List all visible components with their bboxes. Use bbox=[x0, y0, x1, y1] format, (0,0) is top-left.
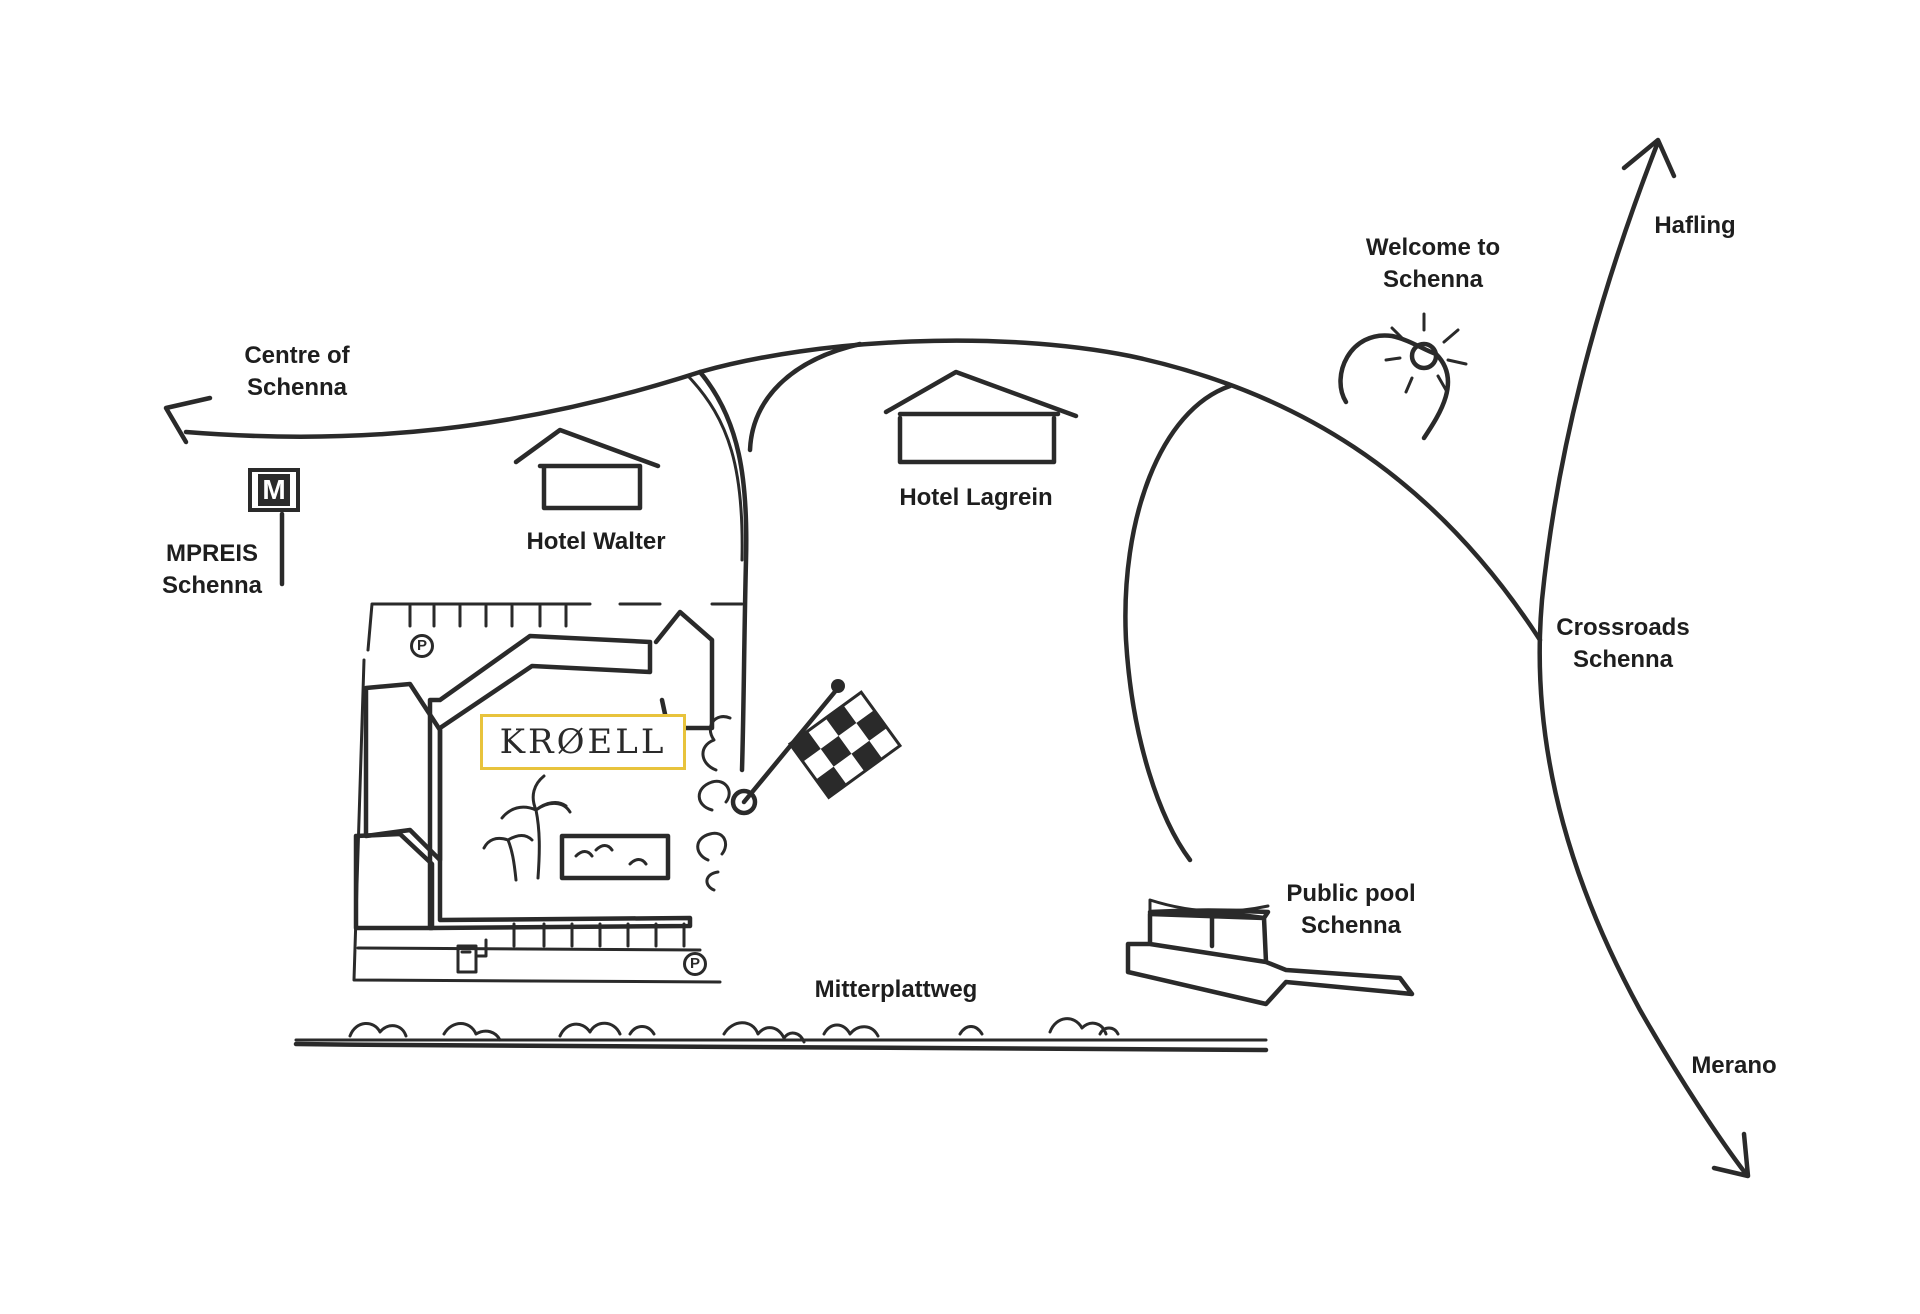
road-to-pool bbox=[1123, 383, 1233, 863]
label-public-pool-schenna: Public pool Schenna bbox=[1276, 878, 1426, 942]
brand-logo-text: KRØELL bbox=[499, 722, 667, 762]
parking-icon-bottom: P bbox=[683, 952, 707, 976]
branch-road-kroell-left bbox=[686, 374, 744, 562]
property-outline bbox=[352, 602, 744, 984]
label-line: Schenna bbox=[1300, 912, 1402, 939]
pool-building bbox=[1125, 908, 1415, 1007]
label-line: Schenna bbox=[1572, 646, 1674, 673]
label-line: Hafling bbox=[1654, 212, 1736, 239]
ev-charger-icon bbox=[456, 938, 488, 974]
label-hotel-walter: Hotel Walter bbox=[506, 526, 686, 558]
tower bbox=[653, 609, 715, 731]
checkered-flag-icon bbox=[787, 690, 903, 800]
label-line: Schenna bbox=[1382, 266, 1484, 293]
parking-icon-top: P bbox=[410, 634, 434, 658]
label-line: MPREIS bbox=[165, 540, 258, 567]
label-line: Centre of bbox=[244, 342, 350, 369]
property-fence bbox=[408, 604, 686, 948]
pool-icon bbox=[559, 833, 671, 881]
mitterplattweg-road bbox=[293, 1041, 1269, 1053]
label-welcome-to-schenna: Welcome to Schenna bbox=[1358, 232, 1508, 296]
arrow-icon-centre bbox=[163, 395, 213, 445]
flag-top bbox=[831, 679, 845, 693]
kroell-logo-box: KRØELL bbox=[480, 714, 686, 770]
arrow-icon-hafling bbox=[1621, 137, 1677, 179]
label-merano: Merano bbox=[1684, 1050, 1784, 1082]
label-mitterplattweg: Mitterplattweg bbox=[806, 974, 986, 1006]
label-line: Crossroads bbox=[1556, 614, 1690, 641]
sign-letter: M bbox=[258, 474, 290, 506]
label-line: Schenna bbox=[246, 374, 348, 401]
label-hotel-lagrein: Hotel Lagrein bbox=[876, 482, 1076, 514]
flag-base bbox=[730, 788, 758, 816]
label-crossroads-schenna: Crossroads Schenna bbox=[1550, 612, 1696, 676]
palm-tree-icon bbox=[482, 774, 572, 882]
branch-road-kroell bbox=[697, 369, 749, 773]
label-line: Welcome to bbox=[1365, 234, 1501, 261]
building-bottom-left bbox=[353, 831, 435, 931]
house-icon-hotel-walter bbox=[513, 427, 661, 511]
label-line: Public pool bbox=[1286, 880, 1416, 907]
pool-building-roof bbox=[1148, 898, 1270, 916]
hedge bbox=[696, 715, 732, 892]
label-line: Merano bbox=[1691, 1052, 1777, 1079]
road-to-hotel-walter bbox=[747, 341, 863, 453]
main-road bbox=[183, 338, 1543, 643]
label-line: Hotel Lagrein bbox=[899, 484, 1053, 511]
label-hafling: Hafling bbox=[1640, 210, 1750, 242]
bushes-row bbox=[294, 1017, 1268, 1044]
supermarket-sign-icon: M bbox=[248, 468, 300, 512]
label-line: Hotel Walter bbox=[526, 528, 666, 555]
sun-icon bbox=[1338, 312, 1468, 441]
house-icon-hotel-lagrein bbox=[883, 369, 1079, 465]
label-mpreis-schenna: MPREIS Schenna bbox=[150, 538, 274, 602]
hafling-merano-road bbox=[1537, 139, 1749, 1177]
label-line: Mitterplattweg bbox=[814, 976, 978, 1003]
building-main bbox=[427, 633, 693, 931]
pool-waves bbox=[574, 844, 648, 866]
label-centre-of-schenna: Centre of Schenna bbox=[232, 340, 362, 404]
arrow-icon-merano bbox=[1711, 1131, 1751, 1179]
label-line: Schenna bbox=[161, 572, 263, 599]
